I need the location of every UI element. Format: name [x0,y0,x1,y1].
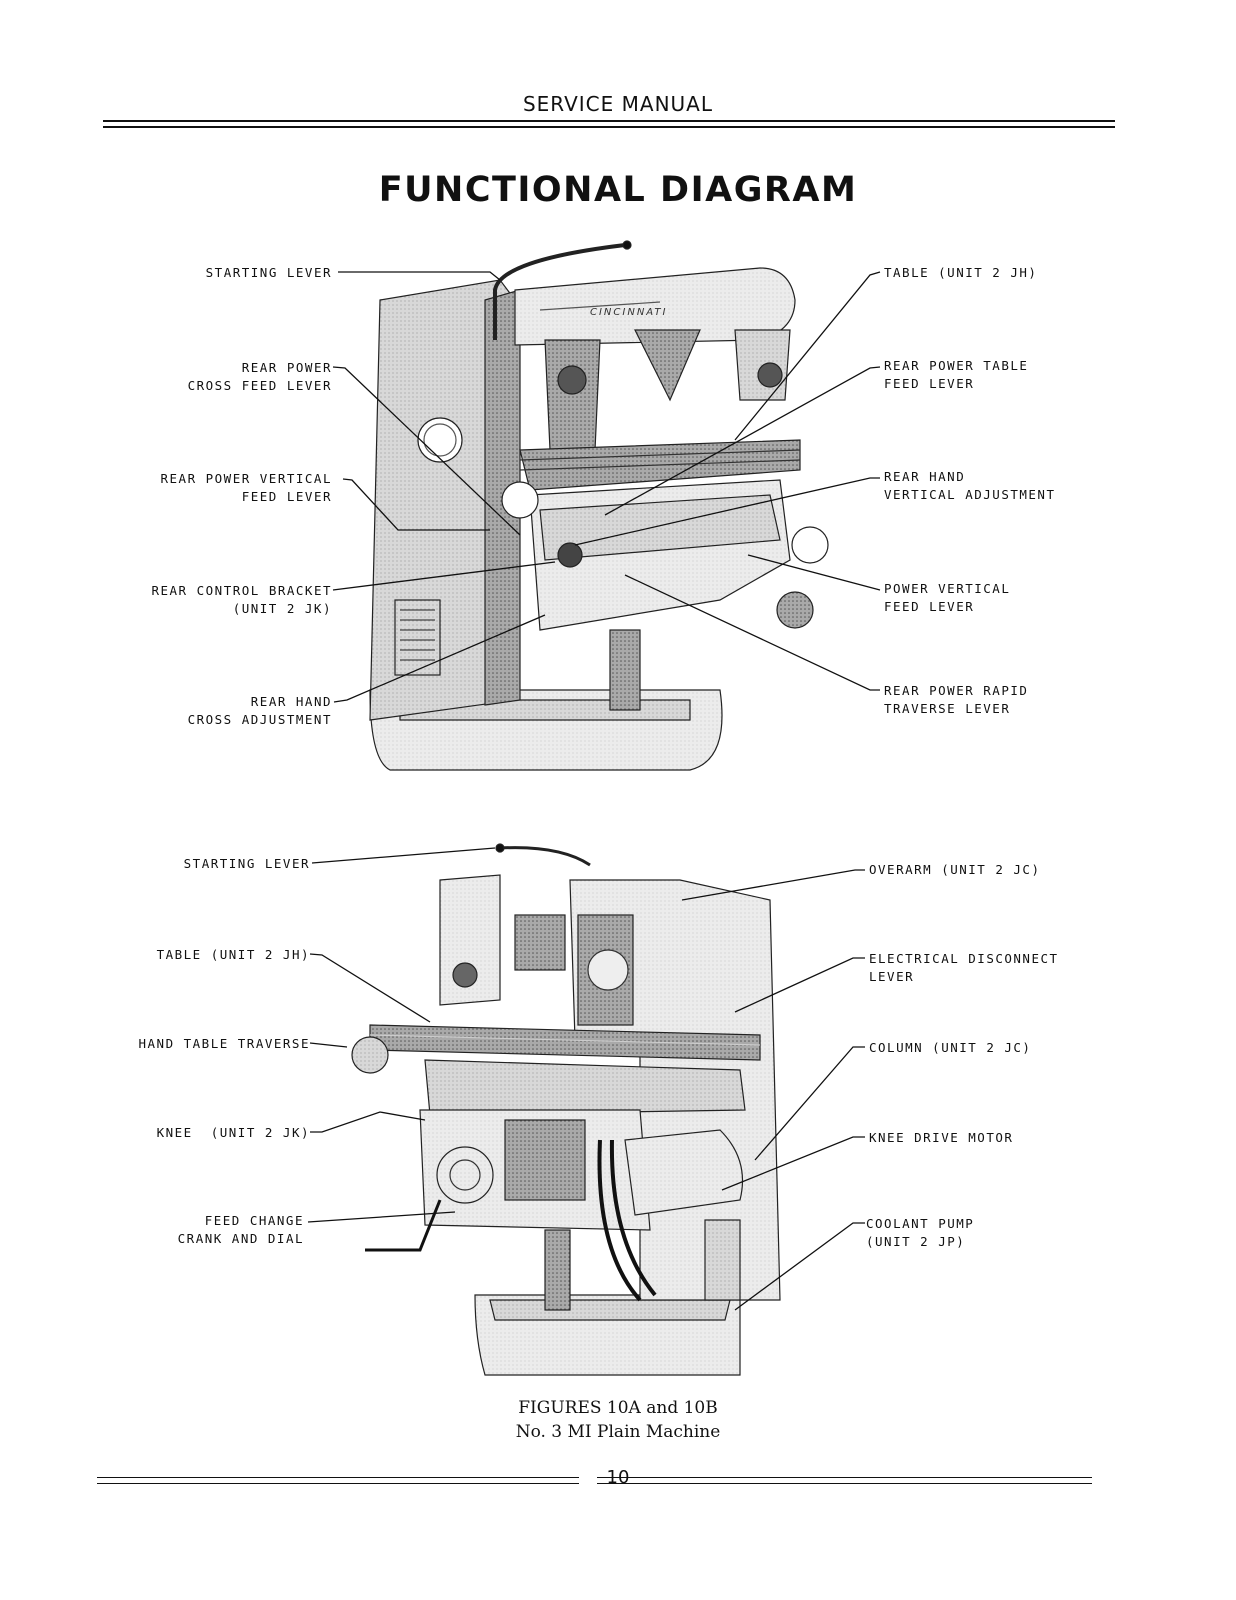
label-power-vertical-feed-lever: POWER VERTICAL FEED LEVER [884,581,1011,614]
header-rule-double [103,126,1115,128]
label-feed-change-crank-and-dial: FEED CHANGE CRANK AND DIAL [177,1213,304,1246]
label-column: COLUMN (UNIT 2 JC) [869,1040,1032,1055]
label-coolant-pump: COOLANT PUMP (UNIT 2 JP) [866,1216,975,1249]
label-rear-hand-vertical-adjustment: REAR HAND VERTICAL ADJUSTMENT [884,469,1056,502]
label-table-b: TABLE (UNIT 2 JH) [156,947,310,962]
label-electrical-disconnect-lever: ELECTRICAL DISCONNECT LEVER [869,951,1059,984]
figure-10a-machine [369,240,829,771]
footer-rule-left-double [97,1483,579,1484]
footer-rule-left [97,1477,579,1478]
figure-10b-machine [351,843,781,1376]
figure-10a-leaders [332,271,881,703]
label-table-a: TABLE (UNIT 2 JH) [884,265,1038,280]
label-rear-control-bracket: REAR CONTROL BRACKET (UNIT 2 JK) [151,583,332,616]
label-knee-drive-motor: KNEE DRIVE MOTOR [869,1130,1014,1145]
label-knee: KNEE (UNIT 2 JK) [156,1125,310,1140]
header-rule [103,120,1115,122]
footer-rule-right-double [597,1483,1092,1484]
label-rear-power-table-feed-lever: REAR POWER TABLE FEED LEVER [884,358,1029,391]
footer-rule-right [597,1477,1092,1478]
label-hand-table-traverse: HAND TABLE TRAVERSE [138,1036,310,1051]
label-starting-lever-b: STARTING LEVER [183,856,310,871]
figure-10b-leaders [307,847,865,1311]
label-rear-power-cross-feed-lever: REAR POWER CROSS FEED LEVER [187,360,332,393]
figure-caption-line2: No. 3 MI Plain Machine [515,1422,721,1442]
label-overarm: OVERARM (UNIT 2 JC) [869,862,1041,877]
label-rear-hand-cross-adjustment: REAR HAND CROSS ADJUSTMENT [187,694,332,727]
label-starting-lever-a: STARTING LEVER [205,265,332,280]
nameplate-text: CINCINNATI [590,307,667,318]
label-rear-power-vertical-feed-lever: REAR POWER VERTICAL FEED LEVER [160,471,332,504]
header-title: SERVICE MANUAL [522,92,714,116]
page-title: FUNCTIONAL DIAGRAM [378,170,858,210]
label-rear-power-rapid-traverse-lever: REAR POWER RAPID TRAVERSE LEVER [884,683,1029,716]
figure-caption-line1: FIGURES 10A and 10B [518,1398,718,1418]
